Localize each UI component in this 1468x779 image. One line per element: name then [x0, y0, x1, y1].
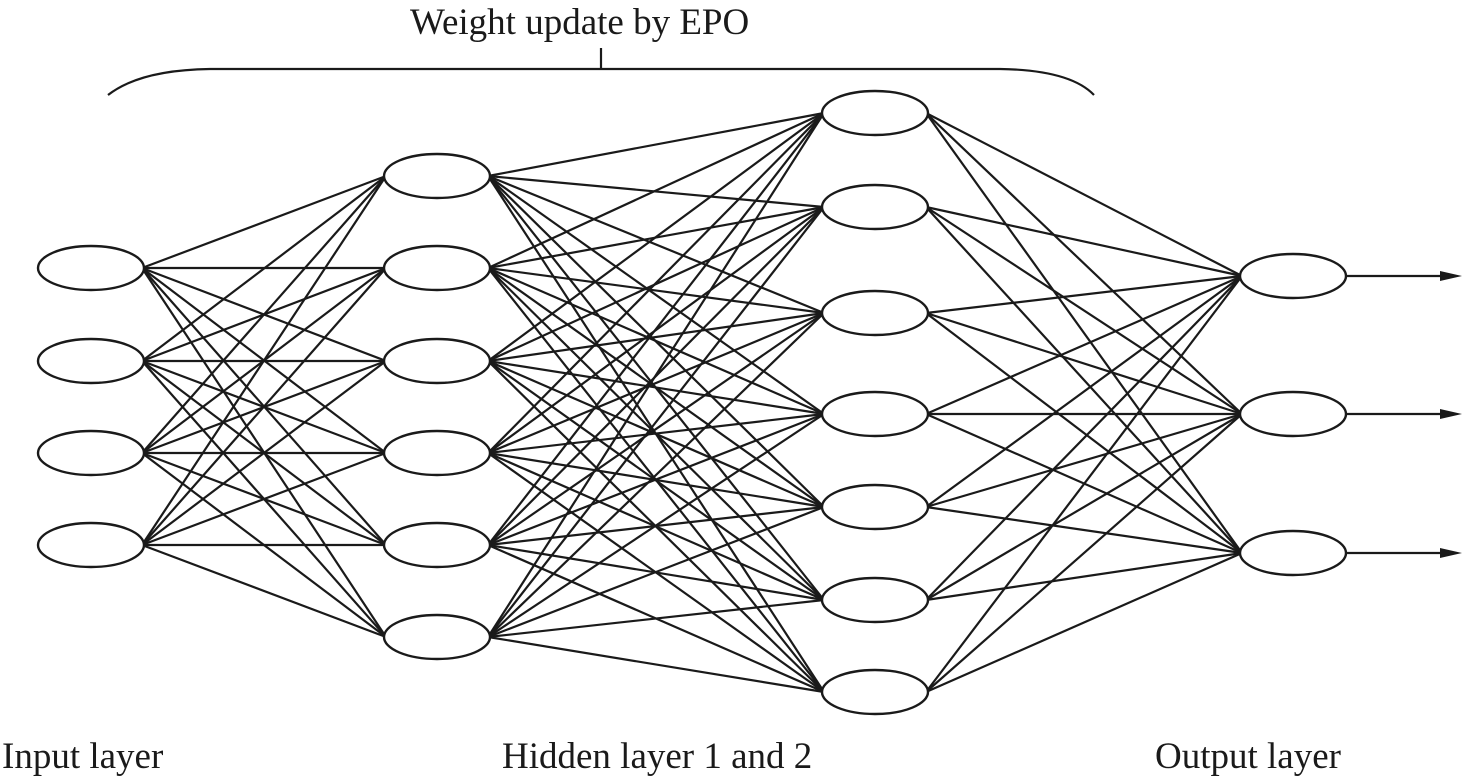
connection-hidden-2-6-to-output-3: [925, 551, 1243, 602]
hidden-2-node-7: [820, 668, 930, 716]
input-node-2: [36, 337, 146, 385]
hidden-1-node-6: [382, 613, 492, 661]
connection-hidden-1-4-to-hidden-2-1: [487, 112, 825, 454]
connection-hidden-1-4-to-hidden-2-3: [487, 311, 825, 455]
connection-hidden-1-3-to-hidden-2-3: [487, 311, 825, 363]
connection-hidden-1-6-to-hidden-2-6: [487, 598, 825, 639]
connection-hidden-2-6-to-output-2: [925, 413, 1243, 601]
output-arrowhead-1: [1440, 271, 1462, 281]
connection-hidden-1-6-to-hidden-2-5: [487, 505, 825, 639]
output-node-1: [1238, 252, 1348, 300]
connection-hidden-1-5-to-hidden-2-1: [487, 112, 825, 546]
connection-hidden-1-5-to-hidden-2-3: [487, 312, 825, 546]
connection-hidden-2-5-to-output-1: [925, 275, 1243, 508]
connections: [141, 111, 1243, 694]
input-node-3: [36, 429, 146, 477]
hidden-2-node-1: [820, 89, 930, 137]
hidden-layer-label: Hidden layer 1 and 2: [502, 736, 813, 777]
input-node-1: [36, 244, 146, 292]
diagram-title: Weight update by EPO: [410, 2, 750, 43]
connection-hidden-2-5-to-output-3: [925, 505, 1243, 555]
hidden-2-node-4: [820, 390, 930, 438]
connection-hidden-1-3-to-hidden-2-4: [487, 359, 825, 416]
output-arrows: [1346, 271, 1462, 558]
output-arrowhead-2: [1440, 409, 1462, 419]
connection-hidden-2-7-to-output-3: [925, 551, 1243, 694]
weight-update-brace: [107, 48, 1095, 96]
connection-input-3-to-hidden-1-1: [141, 175, 387, 454]
connection-hidden-2-1-to-output-1: [925, 112, 1243, 277]
connection-hidden-2-7-to-output-1: [925, 275, 1243, 693]
connection-hidden-1-6-to-hidden-2-4: [487, 413, 825, 638]
connection-hidden-2-2-to-output-3: [925, 206, 1243, 554]
output-arrowhead-3: [1440, 548, 1462, 558]
connection-hidden-2-2-to-output-2: [925, 206, 1243, 415]
connection-hidden-2-3-to-output-3: [925, 312, 1243, 554]
connection-hidden-1-6-to-hidden-2-7: [487, 635, 825, 694]
connection-input-4-to-hidden-1-4: [141, 451, 387, 547]
output-node-2: [1238, 390, 1348, 438]
connection-hidden-1-6-to-hidden-2-3: [487, 312, 825, 638]
connection-hidden-1-6-to-hidden-2-2: [487, 206, 825, 638]
connection-input-4-to-hidden-1-1: [141, 175, 387, 546]
hidden-1-node-4: [382, 429, 492, 477]
connection-input-1-to-hidden-1-1: [141, 174, 387, 270]
hidden-2-node-5: [820, 483, 930, 531]
connection-hidden-2-7-to-output-2: [925, 413, 1243, 693]
connection-hidden-1-5-to-hidden-2-4: [487, 412, 825, 547]
connection-hidden-2-4-to-output-1: [925, 274, 1243, 416]
output-layer-label: Output layer: [1155, 736, 1341, 777]
connection-input-4-to-hidden-1-6: [141, 543, 387, 639]
connection-hidden-1-3-to-hidden-2-1: [487, 112, 825, 362]
connection-hidden-2-6-to-output-1: [925, 275, 1243, 601]
hidden-2-node-2: [820, 183, 930, 231]
connection-hidden-1-2-to-hidden-2-1: [487, 112, 825, 269]
connection-hidden-1-4-to-hidden-2-4: [487, 412, 825, 455]
connection-hidden-2-1-to-output-3: [925, 112, 1243, 554]
input-node-4: [36, 521, 146, 569]
connection-hidden-2-3-to-output-2: [925, 311, 1243, 416]
hidden-1-node-5: [382, 521, 492, 569]
hidden-2-node-6: [820, 576, 930, 624]
connection-hidden-1-1-to-hidden-2-4: [487, 175, 825, 415]
hidden-2-node-3: [820, 289, 930, 337]
connection-hidden-2-3-to-output-1: [925, 274, 1243, 315]
hidden-1-node-2: [382, 244, 492, 292]
connection-input-4-to-hidden-1-3: [141, 360, 387, 546]
hidden-1-node-3: [382, 337, 492, 385]
connection-hidden-2-5-to-output-2: [925, 412, 1243, 509]
connection-input-4-to-hidden-1-2: [141, 267, 387, 546]
connection-hidden-2-2-to-output-1: [925, 205, 1243, 278]
connection-hidden-2-1-to-output-2: [925, 112, 1243, 415]
connection-hidden-1-1-to-hidden-2-1: [487, 111, 825, 178]
connection-hidden-1-6-to-hidden-2-1: [487, 112, 825, 638]
connection-hidden-1-1-to-hidden-2-3: [487, 174, 825, 315]
neurons: [36, 89, 1348, 716]
connection-hidden-1-2-to-hidden-2-4: [487, 266, 825, 416]
connection-hidden-1-2-to-hidden-2-3: [487, 266, 825, 315]
connection-input-2-to-hidden-1-1: [141, 175, 387, 362]
output-node-3: [1238, 529, 1348, 577]
hidden-1-node-1: [382, 152, 492, 200]
input-layer-label: Input layer: [2, 736, 164, 777]
